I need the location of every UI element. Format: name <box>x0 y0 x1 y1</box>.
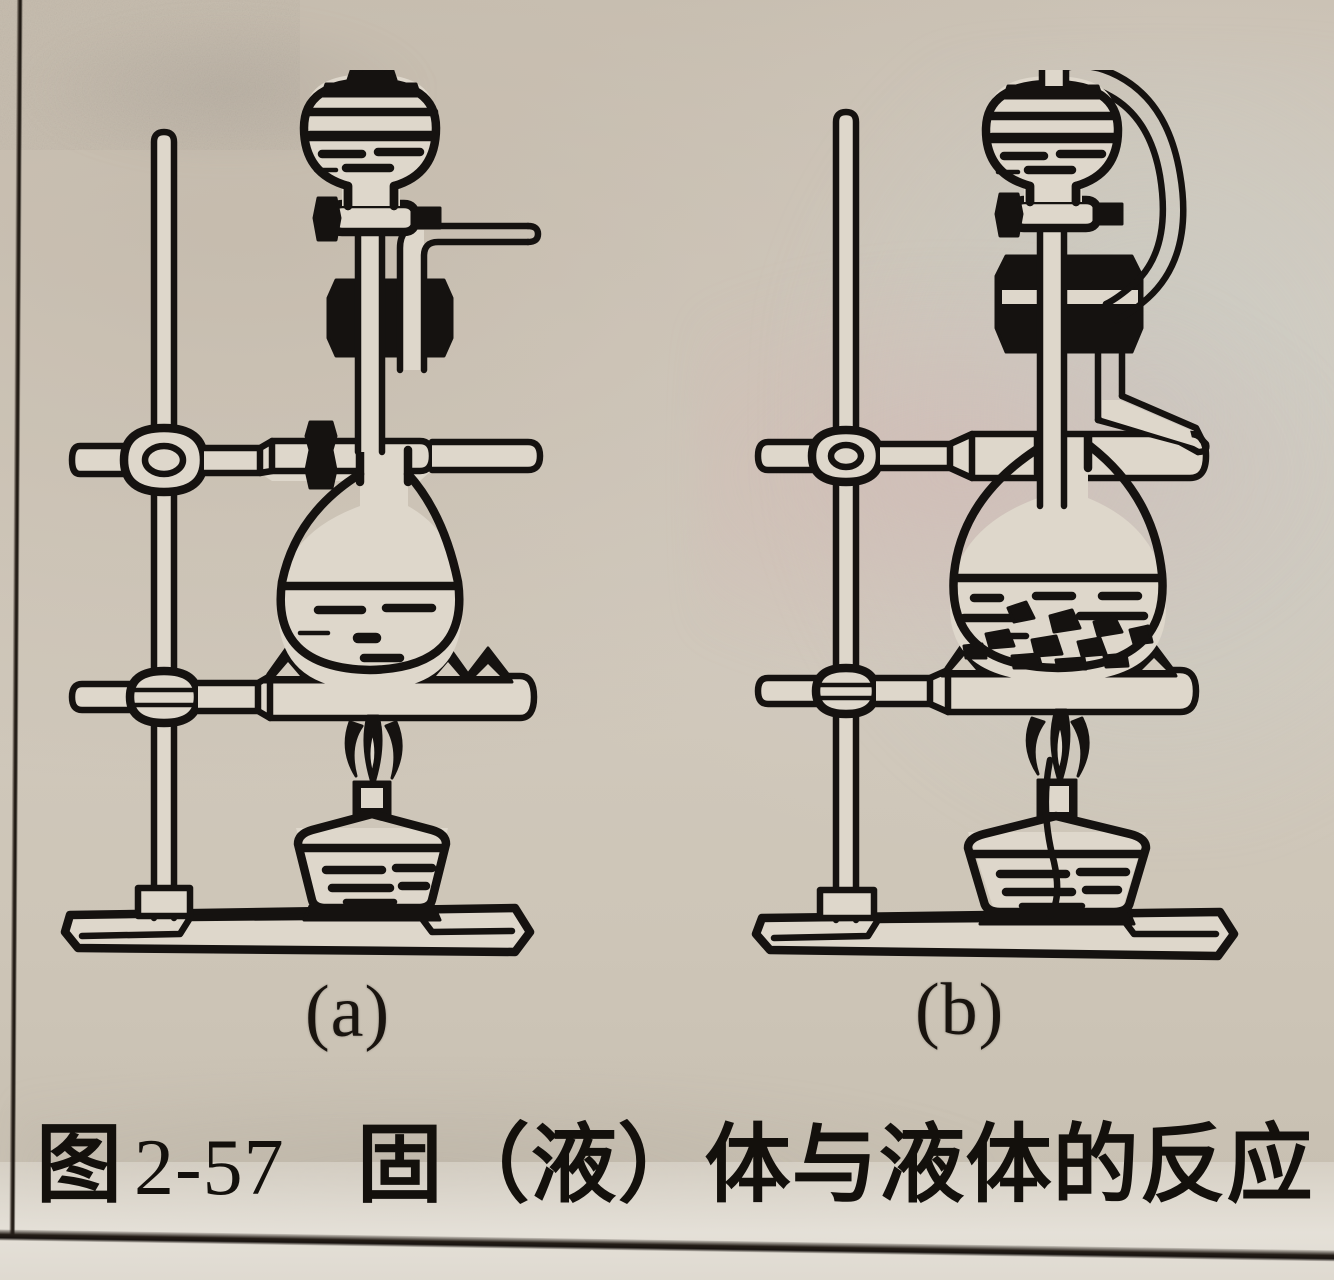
flame-b <box>1025 708 1090 786</box>
upper-clamp-b <box>754 425 1210 487</box>
funnel-stem-b <box>1036 176 1068 510</box>
sublabel-b: (b) <box>915 969 1005 1051</box>
page-edge-line <box>0 1229 1334 1262</box>
flask-b-solid-granules <box>962 600 1154 671</box>
stand-rod-b <box>816 108 878 924</box>
figure-caption: 图 2-57 固（液）体与液体的反应 <box>36 1122 1326 1208</box>
apparatus-b <box>751 70 1239 961</box>
dropping-funnel-b <box>981 70 1124 238</box>
upper-clamp-a <box>68 420 544 497</box>
rubber-stopper-a <box>326 278 454 358</box>
stopcock-a <box>312 196 442 242</box>
rubber-stopper-b <box>994 254 1144 354</box>
apparatus-illustration: .ink { fill:none; stroke:#151210; stroke… <box>60 70 1290 970</box>
caption-label: 图 <box>36 1115 124 1215</box>
dropping-funnel-a <box>299 70 442 242</box>
flame-a <box>344 714 403 788</box>
sublabel-a: (a) <box>305 971 391 1053</box>
caption-number: 2-57 <box>134 1124 285 1212</box>
book-gutter-line <box>9 0 23 1236</box>
alcohol-lamp-a <box>293 780 451 922</box>
lower-ring-a <box>68 666 538 728</box>
side-delivery-tube-b <box>1094 348 1210 456</box>
apparatus-a <box>60 70 544 957</box>
delivery-tube-a <box>396 222 542 374</box>
flask-a-liquid-marks <box>297 603 437 663</box>
caption-title: 固（液）体与液体的反应 <box>356 1115 1314 1215</box>
flask-b <box>949 431 1167 682</box>
flask-a <box>276 445 464 690</box>
stopcock-b <box>994 192 1124 238</box>
stand-rod-a <box>134 128 194 922</box>
alcohol-lamp-b <box>963 756 1151 926</box>
